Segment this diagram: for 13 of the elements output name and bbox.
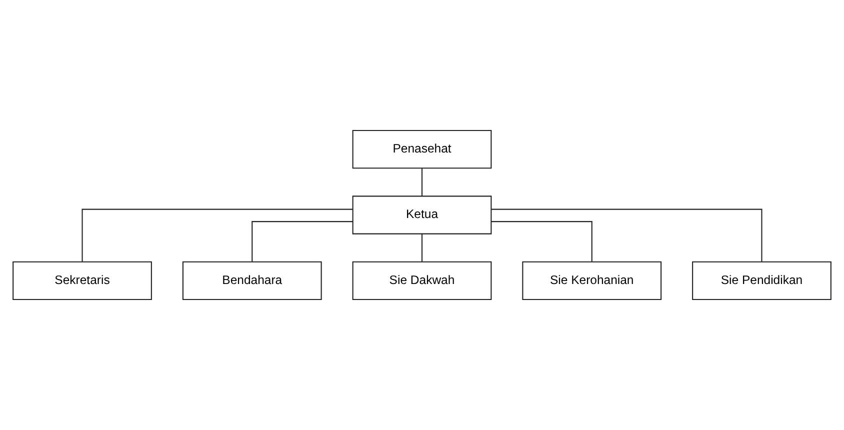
node-box: Bendahara [182, 261, 322, 300]
connector [491, 221, 592, 262]
node-box: Sie Kerohanian [522, 261, 662, 300]
node-box: Ketua [352, 196, 492, 234]
node-box: Penasehat [352, 130, 492, 169]
node-box: Sie Dakwah [352, 261, 492, 300]
connector [82, 208, 352, 262]
connector [421, 234, 423, 262]
connector [492, 208, 762, 262]
connector [252, 221, 353, 262]
connector [421, 168, 423, 196]
node-box: Sie Pendidikan [692, 261, 832, 300]
node-box: Sekretaris [12, 261, 152, 300]
